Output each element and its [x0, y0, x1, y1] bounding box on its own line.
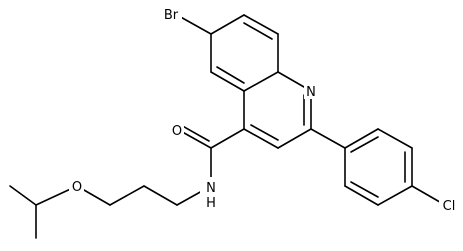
quinoline-nitrogen-atom: N [304, 82, 319, 100]
bromine-atom: Br [160, 5, 182, 23]
amide-nitrogen-label: N [206, 181, 216, 196]
bond [277, 128, 312, 149]
bond-skeleton [9, 14, 446, 239]
bond [243, 128, 279, 149]
bond [143, 185, 178, 206]
bond [344, 185, 379, 206]
bond [350, 181, 379, 198]
atom-labels: Br N O N H O Cl [69, 5, 459, 214]
quinoline-nitrogen-label: N [306, 85, 316, 100]
ether-oxygen-atom: O [69, 177, 84, 195]
bond [243, 14, 279, 35]
amide-nitrogen-atom: N H [200, 177, 222, 211]
chlorine-atom: Cl [439, 196, 459, 214]
bond [377, 185, 413, 206]
carbonyl-oxygen-label: O [172, 124, 182, 139]
bond [109, 185, 145, 206]
bromine-label: Br [164, 8, 179, 23]
chlorine-label: Cl [443, 199, 456, 214]
amide-hydrogen-label: H [206, 196, 216, 211]
bond [243, 71, 279, 92]
bond [9, 185, 37, 206]
bond [210, 128, 245, 149]
bond [310, 128, 346, 149]
bond [350, 136, 379, 153]
bond [210, 71, 245, 92]
bond [176, 14, 212, 35]
bond [377, 128, 413, 149]
bond [344, 128, 379, 149]
bond [250, 124, 279, 141]
bond [210, 14, 245, 35]
bond [216, 66, 245, 84]
bond [243, 22, 273, 40]
ether-oxygen-label: O [72, 180, 82, 195]
carbonyl-oxygen-atom: O [169, 121, 184, 139]
